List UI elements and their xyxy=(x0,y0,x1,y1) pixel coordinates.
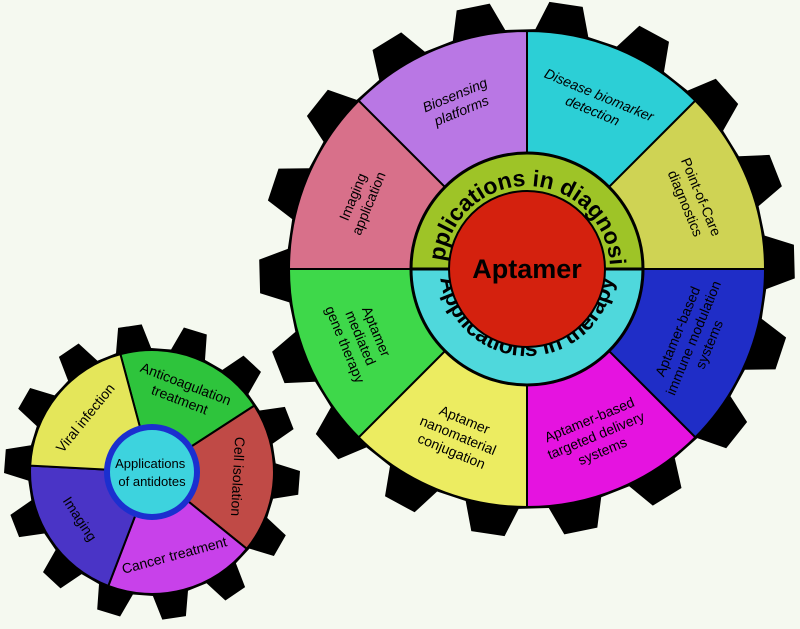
big-gear: Disease biomarkerdetectionPoint-of-Cared… xyxy=(0,0,795,537)
aptamer-core xyxy=(448,190,606,348)
big-gear-segment-label-5: Aptamermediatedgene therapy xyxy=(322,291,399,386)
small-gear-segment-1 xyxy=(150,404,275,551)
small-gear-segment-label-1: Cell isolation xyxy=(228,436,248,516)
antidotes-hub xyxy=(104,424,200,520)
aptamer-title: Aptamer xyxy=(472,254,582,284)
big-gear-segments xyxy=(287,29,767,509)
antidotes-hub-label: Applications of antidotes xyxy=(115,456,189,489)
